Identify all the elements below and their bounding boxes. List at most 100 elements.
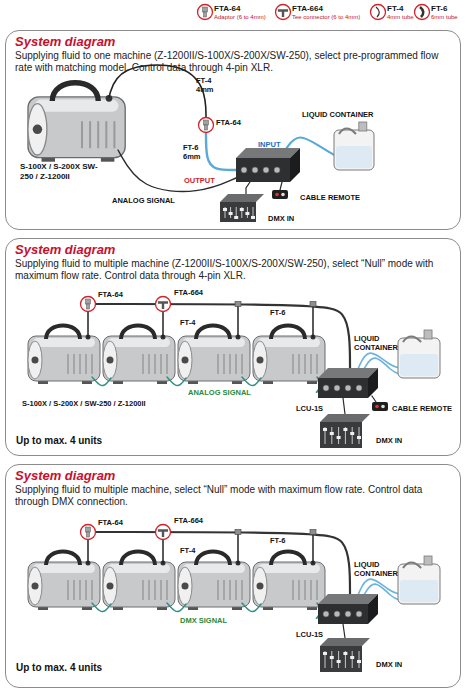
machine-handle [196, 326, 230, 340]
unit-front [318, 604, 368, 624]
part-label: FTA-664 [174, 288, 203, 297]
console-fader [331, 651, 332, 668]
device-label: CABLE REMOTE [392, 404, 452, 413]
fog-machine [28, 83, 125, 162]
signal-cable [92, 603, 111, 612]
unit-top [236, 148, 300, 158]
nozzle [32, 583, 39, 590]
device-label: LIQUID CONTAINER [302, 110, 374, 119]
container-body [334, 130, 374, 170]
device-label: DMX IN [376, 436, 402, 445]
signal-cable [242, 603, 261, 612]
machine-vent [298, 580, 300, 600]
machine-vent [97, 121, 99, 148]
signal-cable [316, 377, 320, 392]
fog-machine [253, 552, 325, 611]
machine-body [103, 336, 175, 381]
machine-top [258, 338, 320, 347]
machine-vent [316, 354, 318, 374]
tube-4mm [237, 304, 239, 337]
console-fader [352, 427, 353, 444]
model-label: S-100X / S-200X SW-250 / Z-1200II [20, 162, 110, 181]
machine-vent [67, 580, 69, 600]
container-tube [364, 584, 400, 600]
tube-symbol [376, 7, 379, 17]
machine-handle [52, 83, 98, 101]
fluid-port [161, 561, 166, 566]
legend-description: 6mm tube [431, 14, 458, 22]
control-unit [318, 594, 378, 624]
unit-top [318, 368, 378, 378]
machine-foot [157, 605, 167, 610]
console-fader [325, 427, 326, 444]
machine-vent [79, 580, 81, 600]
machine-top [108, 338, 170, 347]
tee-fitting [235, 530, 241, 535]
console-knob [330, 432, 334, 435]
unit-connector [323, 611, 329, 617]
tube-6mm [206, 131, 236, 170]
unit-connector [241, 167, 247, 173]
unit-connector [334, 611, 340, 617]
container-handle [403, 563, 421, 569]
console-body [320, 422, 362, 448]
panel-description: Supplying fluid to multiple machine, sel… [15, 484, 455, 508]
dmx-cable [343, 624, 345, 638]
machine-front [178, 341, 192, 379]
part-marker [81, 525, 96, 540]
machine-body [253, 562, 325, 607]
fluid-port [311, 335, 316, 340]
tee-symbol [278, 11, 288, 18]
machine-vent [304, 580, 306, 600]
remote-body [372, 402, 388, 411]
tee-fitting [160, 302, 166, 307]
container-body [398, 564, 440, 604]
console-fader [331, 427, 332, 444]
console-top [220, 194, 264, 202]
unit-count-note: Up to max. 4 units [16, 662, 102, 674]
machine-body [28, 562, 100, 607]
machine-foot [82, 379, 92, 384]
legend-label: FTA-64 [214, 4, 241, 13]
tube-4mm [312, 304, 314, 337]
tube-4mm [162, 532, 164, 563]
tube-4mm [87, 532, 89, 563]
signal-cable [167, 603, 186, 612]
machine-foot [157, 379, 167, 384]
panel-description: Supplying fluid to multiple machine (Z-1… [15, 258, 455, 282]
console-fader [359, 427, 360, 444]
legend-label: FTA-664 [292, 4, 323, 13]
machine-vent [79, 354, 81, 374]
machine-foot [232, 605, 242, 610]
machine-foot [188, 605, 198, 610]
marker-ring [198, 5, 213, 20]
machine-vent [85, 354, 87, 374]
part-label: FTA-664 [174, 516, 203, 525]
tube-6mm [88, 304, 350, 370]
unit-connector [356, 611, 362, 617]
fog-machine [103, 326, 175, 385]
console-knob [343, 428, 347, 431]
part-label: FT-6 [270, 308, 285, 317]
control-unit [318, 368, 378, 398]
fluid-port [311, 561, 316, 566]
fog-machine [28, 552, 100, 611]
tube-4mm [162, 304, 164, 337]
machine-top [33, 564, 95, 573]
machine-front [253, 567, 267, 605]
tube-symbol [420, 7, 423, 17]
legend-description: 4mm tube [387, 14, 414, 22]
machine-front [28, 567, 42, 605]
console-knob [229, 212, 233, 215]
fluid-port [86, 561, 91, 566]
liquid-container [398, 556, 440, 604]
machine-handle [271, 552, 305, 566]
machine-vent [223, 580, 225, 600]
container-fluid [336, 146, 372, 168]
part-label: FTA-64 [98, 290, 123, 299]
machine-vent [73, 580, 75, 600]
remote-button [381, 405, 385, 409]
console-knob [350, 656, 354, 659]
nozzle [182, 583, 189, 590]
